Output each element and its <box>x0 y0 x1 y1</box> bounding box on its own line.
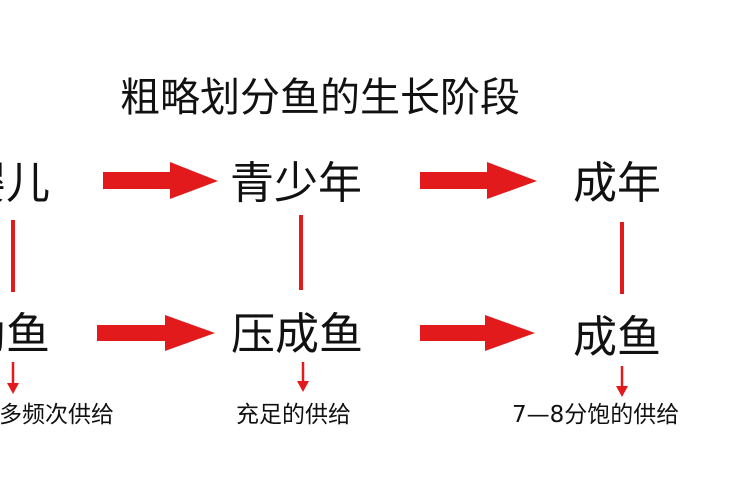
diagram-title: 粗略划分鱼的生长阶段 <box>120 75 520 121</box>
note-fry-feeding: 少量多频次供给 <box>0 402 114 428</box>
down-arrow-juvenile <box>297 362 309 392</box>
stage-juvenile-fish: 压成鱼 <box>231 309 363 360</box>
arrow-infant-to-adolescent <box>103 162 218 199</box>
stage-adult-fish: 成鱼 <box>573 312 661 363</box>
arrow-adolescent-to-adult <box>420 162 537 199</box>
stage-fry: 幼鱼 <box>0 309 50 360</box>
stage-adult: 成年 <box>573 158 661 209</box>
note-adult-feeding: 7—8分饱的供给 <box>512 402 680 428</box>
arrow-fry-to-juvenile <box>97 315 215 351</box>
down-arrow-adult-fish <box>616 366 628 397</box>
stage-adolescent: 青少年 <box>230 158 362 209</box>
stage-infant: 婴儿 <box>0 158 50 209</box>
arrow-juvenile-to-adult-fish <box>420 315 535 351</box>
note-juvenile-feeding: 充足的供给 <box>236 402 351 428</box>
down-arrow-fry <box>7 362 19 394</box>
